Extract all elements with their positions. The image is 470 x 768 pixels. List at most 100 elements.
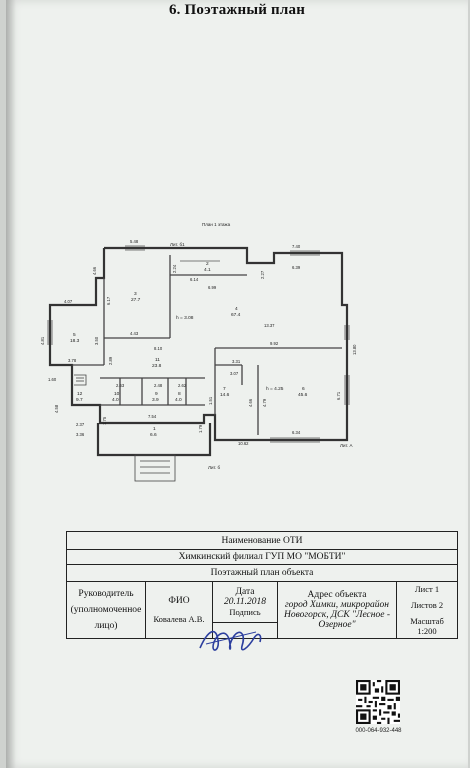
room-area: 3.9 xyxy=(152,397,159,403)
dimension: 2.89 xyxy=(108,356,113,365)
date-value: 20.11.2018 xyxy=(223,597,267,607)
dimension: 3.07 xyxy=(230,371,239,376)
label-lit-b: Лит. б xyxy=(208,465,221,470)
address-value: город Химки, микрорайон Новогорск, ДСК "… xyxy=(284,600,390,630)
room-area: 4.0 xyxy=(175,397,182,403)
dimension: 7.40 xyxy=(292,244,301,249)
address-cell: Адрес объекта город Химки, микрорайон Но… xyxy=(277,581,397,639)
room-area: 23.8 xyxy=(152,363,162,369)
dimension: 2.62 xyxy=(178,383,187,388)
sheet-count: Листов 2 xyxy=(410,600,444,610)
dimension: 1.51 xyxy=(208,396,213,405)
room-no: 11 xyxy=(155,357,160,363)
doc-kind-cell: Поэтажный план объекта xyxy=(66,564,458,582)
room-no: 1 xyxy=(153,426,156,432)
dimension: 7.54 xyxy=(148,414,157,419)
dimension: 1.75 xyxy=(102,416,107,425)
dimension: 4.66 xyxy=(248,398,253,407)
dimension: 3.50 xyxy=(94,336,99,345)
dimension: 6.34 xyxy=(292,430,301,435)
dimension: 2.48 xyxy=(154,383,163,388)
room-area: 4.1 xyxy=(204,267,211,273)
dimension: 1.60 xyxy=(48,377,57,382)
room-no: 3 xyxy=(134,291,137,297)
dimension: 5.48 xyxy=(130,239,139,244)
label-height-main: h = 3.08 xyxy=(176,315,194,321)
fio-cell: ФИО Ковалева А.В. xyxy=(145,581,213,639)
scale: Масштаб 1:200 xyxy=(410,616,444,636)
windows xyxy=(47,245,350,443)
label-height-right: h = 4.25 xyxy=(266,386,284,392)
label-lit-a: Лит. А xyxy=(340,443,353,448)
branch-cell: Химкинский филиал ГУП МО "МОБТИ" xyxy=(66,549,458,565)
floor-plan: План 1 этажа xyxy=(30,215,470,485)
dimension: 4.58 xyxy=(54,404,59,413)
entrance-stairs xyxy=(134,454,176,482)
room-no: 5 xyxy=(73,332,76,338)
dimension: 1.79 xyxy=(198,424,203,433)
section-title: 6. Поэтажный план xyxy=(168,2,306,18)
fio-value: Ковалева А.В. xyxy=(153,614,205,624)
dimension: 9.92 xyxy=(270,341,279,346)
role-line: Руководитель xyxy=(78,589,134,599)
role-cell: Руководитель (уполномоченное лицо) xyxy=(66,581,146,639)
room-area: 45.6 xyxy=(298,392,308,398)
dimension: 3.31 xyxy=(232,359,241,364)
oti-name-cell: Наименование ОТИ xyxy=(66,531,458,550)
role-line: лицо) xyxy=(94,621,118,631)
dimension: 6.39 xyxy=(292,265,301,270)
room-area: 14.6 xyxy=(220,392,230,398)
room-labels: 2 4.1 3 27.7 4 67.4 5 18.3 11 23.8 12 9.… xyxy=(70,261,308,438)
dimension: 6.17 xyxy=(106,296,111,305)
room-no: 2 xyxy=(206,261,209,267)
dimension: 13.80 xyxy=(352,344,357,355)
address-header: Адрес объекта xyxy=(307,590,367,600)
sheet-number: Лист 1 xyxy=(414,584,440,594)
room-area: 27.7 xyxy=(131,297,141,303)
role-line: (уполномоченное xyxy=(70,605,142,615)
inner-walls xyxy=(72,255,342,435)
sheet-cell: Лист 1 Листов 2 Масштаб 1:200 xyxy=(396,581,458,639)
title-block-table: Наименование ОТИ Химкинский филиал ГУП М… xyxy=(66,531,458,639)
outer-walls xyxy=(48,246,349,457)
dimension: 6.14 xyxy=(190,277,199,282)
dimension: 6.71 xyxy=(336,391,341,400)
room-no: 6 xyxy=(302,386,305,392)
room-area: 4.0 xyxy=(112,397,119,403)
room-area: 6.6 xyxy=(150,432,157,438)
dimension: 8.10 xyxy=(154,346,163,351)
dimension: 2.24 xyxy=(172,264,177,273)
signature-space xyxy=(212,622,278,639)
dimension: 4.07 xyxy=(64,299,73,304)
fio-header: ФИО xyxy=(168,596,190,606)
dimension-labels: 5.48 7.40 2.24 4.66 6.14 6.99 2.27 6.39 … xyxy=(40,239,357,446)
plan-caption: План 1 этажа xyxy=(202,222,231,227)
inner-stairs xyxy=(74,374,87,386)
sign-header: Подпись xyxy=(229,607,261,617)
room-no: 12 xyxy=(77,391,83,397)
qr-code-number: 000-064-932-448 xyxy=(355,728,402,734)
dimension: 2.37 xyxy=(76,422,85,427)
room-no: 9 xyxy=(155,391,158,397)
document-sheet: 6. Поэтажный план План 1 этажа xyxy=(6,0,468,768)
dimension: 10.62 xyxy=(238,441,249,446)
signature-image xyxy=(199,630,262,651)
dimension: 6.99 xyxy=(208,285,217,290)
dimension: 2.27 xyxy=(260,270,265,279)
room-area: 67.4 xyxy=(231,312,241,318)
dimension: 3.36 xyxy=(76,432,85,437)
room-no: 10 xyxy=(114,391,120,397)
dimension: 3.78 xyxy=(68,358,77,363)
dimension: 4.79 xyxy=(262,398,267,407)
dimension: 2.63 xyxy=(116,383,125,388)
dimension: 4.66 xyxy=(92,266,97,275)
room-area: 18.3 xyxy=(70,338,80,344)
date-header: Дата xyxy=(235,587,255,597)
dimension: 4.81 xyxy=(40,336,45,345)
dimension: 4.43 xyxy=(130,331,139,336)
room-no: 8 xyxy=(178,391,181,397)
label-lit-b1: Лит. б1 xyxy=(170,242,185,247)
dimension: 13.37 xyxy=(264,323,275,328)
room-no: 7 xyxy=(223,386,226,392)
room-no: 4 xyxy=(235,306,238,312)
